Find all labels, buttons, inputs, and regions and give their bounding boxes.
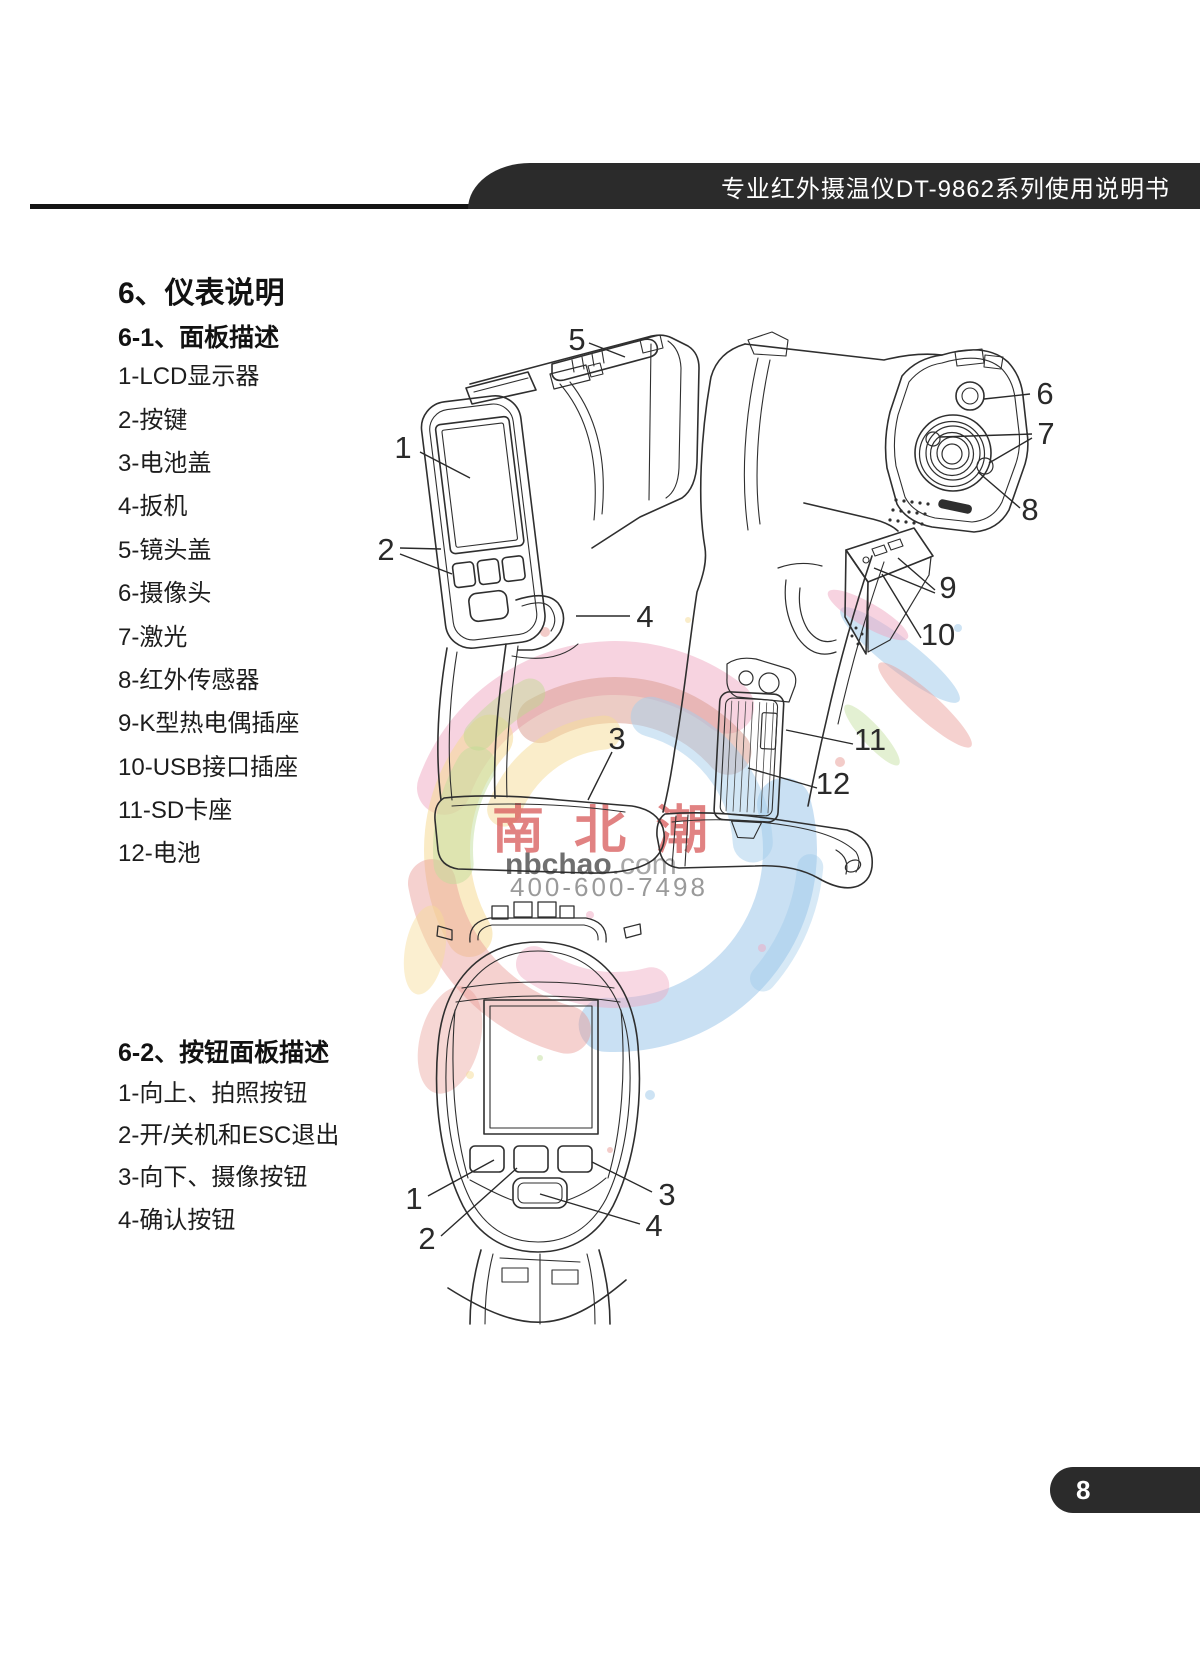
watermark-dots: [466, 617, 962, 1153]
list-item: 10-USB接口插座: [118, 753, 299, 781]
key-button: [451, 561, 477, 589]
list-item: 6-摄像头: [118, 580, 212, 608]
header-bar: 专业红外摄温仪DT-9862系列使用说明书: [468, 163, 1200, 209]
front-barrel: [465, 334, 700, 549]
callout-1: 1: [394, 430, 411, 465]
list-item: 11-SD卡座: [118, 797, 233, 825]
boot-hole: [844, 859, 862, 873]
button-callout-2: 2: [418, 1221, 435, 1256]
section-6-1-subtitle: 6-1、面板描述: [118, 324, 280, 352]
list-item: 4-扳机: [118, 493, 188, 521]
battery-cover: [434, 795, 666, 874]
key-button: [476, 558, 502, 586]
list-item: 9-K型热电偶插座: [118, 710, 300, 738]
page-number-badge: 8: [1050, 1467, 1200, 1513]
power-esc-button: [513, 1145, 549, 1173]
front-handle: [437, 643, 519, 801]
panel-buttons: [469, 1145, 607, 1209]
lcd-screen: [434, 415, 525, 555]
rear-trigger-guard: [777, 562, 837, 655]
list-item: 8-红外传感器: [118, 666, 260, 694]
laser-aperture: [925, 431, 941, 447]
watermark-domain: nbchao: [505, 848, 612, 881]
button-callout-1: 1: [405, 1181, 422, 1216]
list-item: 3-电池盖: [118, 449, 212, 477]
key-button: [501, 555, 526, 583]
watermark-splash: [403, 589, 972, 1153]
nose-slot: [938, 499, 972, 514]
callout-8: 8: [1021, 492, 1038, 527]
callout-2: 2: [377, 532, 394, 567]
watermark-streaks: [403, 589, 972, 1094]
down-video-button: [557, 1145, 593, 1173]
list-item: 4-确认按钮: [118, 1206, 236, 1234]
section-6-2-subtitle: 6-2、按钮面板描述: [118, 1039, 330, 1067]
break-line: [447, 1279, 627, 1323]
front-head: [420, 394, 546, 649]
rear-base-boot: [656, 812, 874, 889]
callout-11: 11: [854, 722, 886, 757]
lens-cover-flap: [549, 338, 659, 390]
usb-port-face: [844, 549, 869, 655]
callout-4: 4: [636, 599, 653, 634]
button-callout-labels: 1 2 3 4: [405, 1177, 675, 1256]
list-item: 2-按键: [118, 406, 188, 434]
callout-3: 3: [608, 721, 625, 756]
device-front-view: [420, 334, 700, 874]
callout-leaders: [399, 342, 1033, 1237]
rear-shell: [435, 941, 641, 1253]
button-callout-4: 4: [645, 1208, 662, 1243]
trigger: [511, 594, 579, 659]
watermark-text: 南北潮 nbchao.com 400-600-7498: [492, 802, 738, 902]
panel-description-list: 1-LCD显示器 2-按键 3-电池盖 4-扳机 5-镜头盖 6-摄像头 7-激…: [118, 352, 299, 873]
laser-aperture: [976, 457, 994, 475]
device-rear-view: [656, 331, 1029, 889]
callout-12: 12: [816, 766, 850, 801]
up-capture-button: [469, 1145, 505, 1173]
button-callout-3: 3: [658, 1177, 675, 1212]
panel-callout-labels: 1 2 3 4 5 6 7 8 9 10 11 12: [377, 322, 1054, 801]
header-title: 专业红外摄温仪DT-9862系列使用说明书: [720, 175, 1170, 203]
sd-card-slot: [759, 712, 778, 750]
list-item: 7-激光: [118, 623, 188, 651]
list-item: 1-LCD显示器: [118, 363, 260, 391]
rear-handle: [447, 1249, 627, 1325]
button-description-list: 1-向上、拍照按钮 2-开/关机和ESC退出 3-向下、摄像按钮 4-确认按钮: [118, 1069, 339, 1239]
top-lens-cover-edge: [436, 901, 642, 943]
watermark-brand: 南北潮: [492, 802, 738, 860]
rear-handle-front-edge: [807, 555, 873, 807]
list-item: 1-向上、拍照按钮: [118, 1079, 308, 1107]
key-button-large: [468, 589, 509, 623]
camera-lens: [955, 381, 985, 411]
callout-10: 10: [921, 617, 955, 652]
speaker-perforations: [888, 498, 930, 526]
handle-bracket: [726, 657, 797, 703]
lcd-screen-rear: [483, 999, 599, 1135]
callout-6: 6: [1036, 376, 1053, 411]
callout-5: 5: [568, 322, 585, 357]
confirm-button: [512, 1177, 568, 1209]
callout-7: 7: [1037, 416, 1054, 451]
list-item: 2-开/关机和ESC退出: [118, 1122, 340, 1150]
ir-sensor-lens: [914, 414, 992, 492]
rear-body: [662, 331, 943, 813]
list-item: 12-电池: [118, 840, 201, 868]
section-title: 6、仪表说明: [118, 277, 285, 310]
page-number: 8: [1076, 1474, 1091, 1505]
device-button-view: [435, 901, 642, 1325]
list-item: 5-镜头盖: [118, 536, 212, 564]
sensor-nose: [884, 348, 1029, 533]
callout-9: 9: [939, 570, 956, 605]
watermark-phone: 400-600-7498: [510, 872, 708, 902]
svg-text:nbchao.com: nbchao.com: [505, 848, 677, 881]
list-item: 3-向下、摄像按钮: [118, 1164, 308, 1192]
